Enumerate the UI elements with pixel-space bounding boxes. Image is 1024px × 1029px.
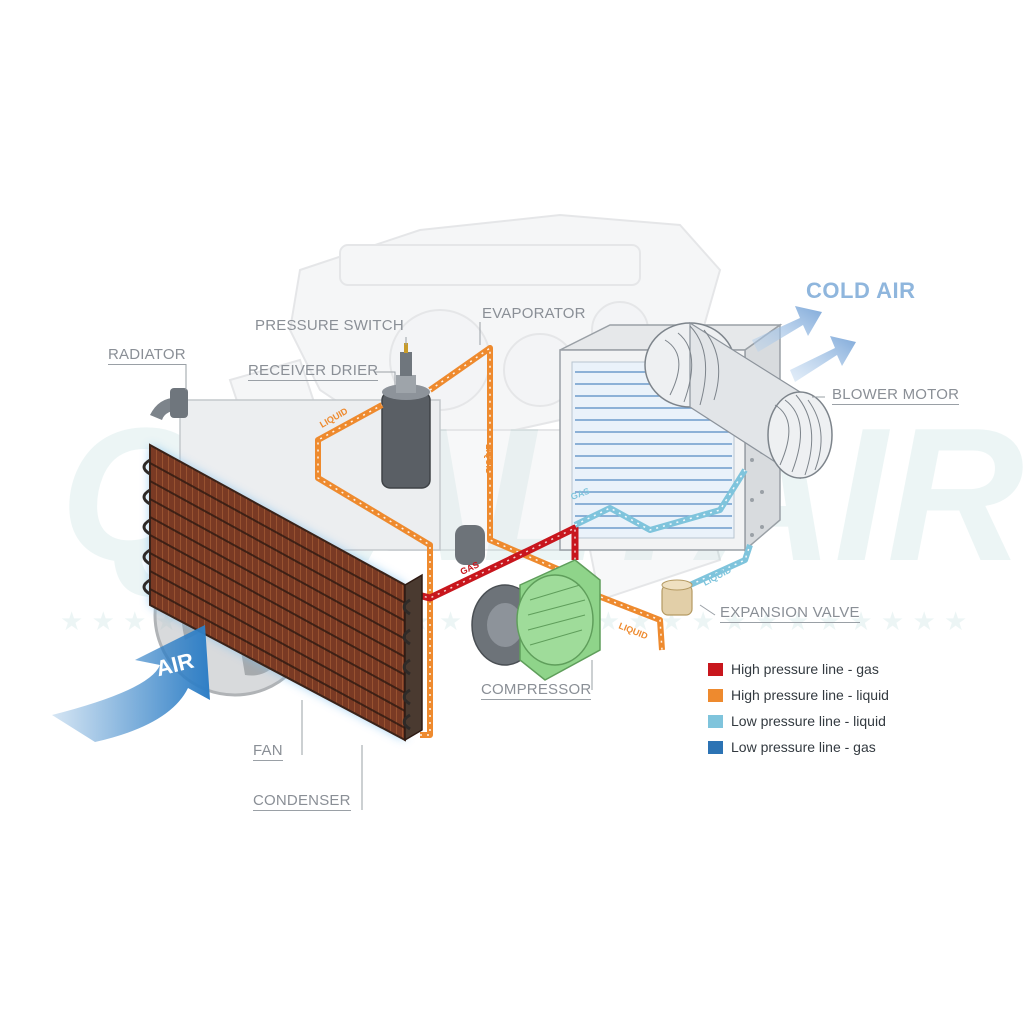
legend-item-high-gas: High pressure line - gas	[708, 656, 889, 682]
receiver-drier	[381, 343, 431, 489]
legend-swatch	[708, 662, 723, 676]
label-pressure-switch: PRESSURE SWITCH	[255, 317, 404, 334]
leader-lines	[185, 322, 825, 810]
legend-item-low-liquid: Low pressure line - liquid	[708, 708, 889, 734]
expansion-valve	[661, 579, 693, 616]
legend-swatch	[708, 740, 723, 754]
label-radiator: RADIATOR	[108, 346, 186, 365]
legend-label: High pressure line - gas	[731, 661, 879, 677]
legend-label: Low pressure line - liquid	[731, 713, 886, 729]
air-arrow	[52, 625, 210, 742]
label-cold-air: COLD AIR	[806, 278, 916, 303]
label-fan: FAN	[253, 742, 283, 761]
cold-air-arrows	[752, 306, 856, 382]
label-evaporator: EVAPORATOR	[482, 305, 586, 322]
legend-item-high-liquid: High pressure line - liquid	[708, 682, 889, 708]
legend-label: High pressure line - liquid	[731, 687, 889, 703]
condenser	[142, 443, 423, 742]
legend: High pressure line - gas High pressure l…	[708, 656, 889, 760]
compressor	[455, 525, 601, 681]
blower-motor	[644, 321, 833, 480]
label-blower-motor: BLOWER MOTOR	[832, 386, 960, 405]
legend-swatch	[708, 688, 723, 702]
legend-swatch	[708, 714, 723, 728]
label-receiver-drier: RECEIVER DRIER	[248, 362, 379, 381]
legend-item-low-gas: Low pressure line - gas	[708, 734, 889, 760]
label-expansion-valve: EXPANSION VALVE	[720, 604, 860, 623]
label-compressor: COMPRESSOR	[481, 681, 592, 700]
label-condenser: CONDENSER	[253, 792, 351, 811]
legend-label: Low pressure line - gas	[731, 739, 876, 755]
tag-liquid-high-2: LIQUID	[484, 444, 494, 475]
